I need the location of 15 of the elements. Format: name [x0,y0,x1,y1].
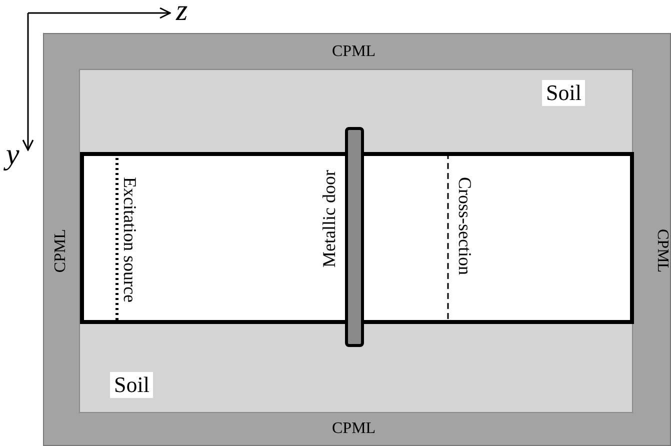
boundary-label: CPML [332,44,376,60]
boundary-label: CPML [654,229,670,273]
boundary-label: CPML [332,421,376,437]
soil-region [79,69,633,413]
section-label: Cross-section [456,177,474,275]
cpml-region [43,33,671,446]
axis-label: z [176,0,188,26]
tunnel [80,152,634,324]
region-label: Soil [542,80,586,106]
metallic-door-bar [345,127,364,347]
region-label: Soil [110,372,154,398]
boundary-label: CPML [53,229,69,273]
source-label: Excitation source [121,177,139,302]
axis-label: y [6,140,20,170]
part-label: Metallic door [320,170,338,268]
